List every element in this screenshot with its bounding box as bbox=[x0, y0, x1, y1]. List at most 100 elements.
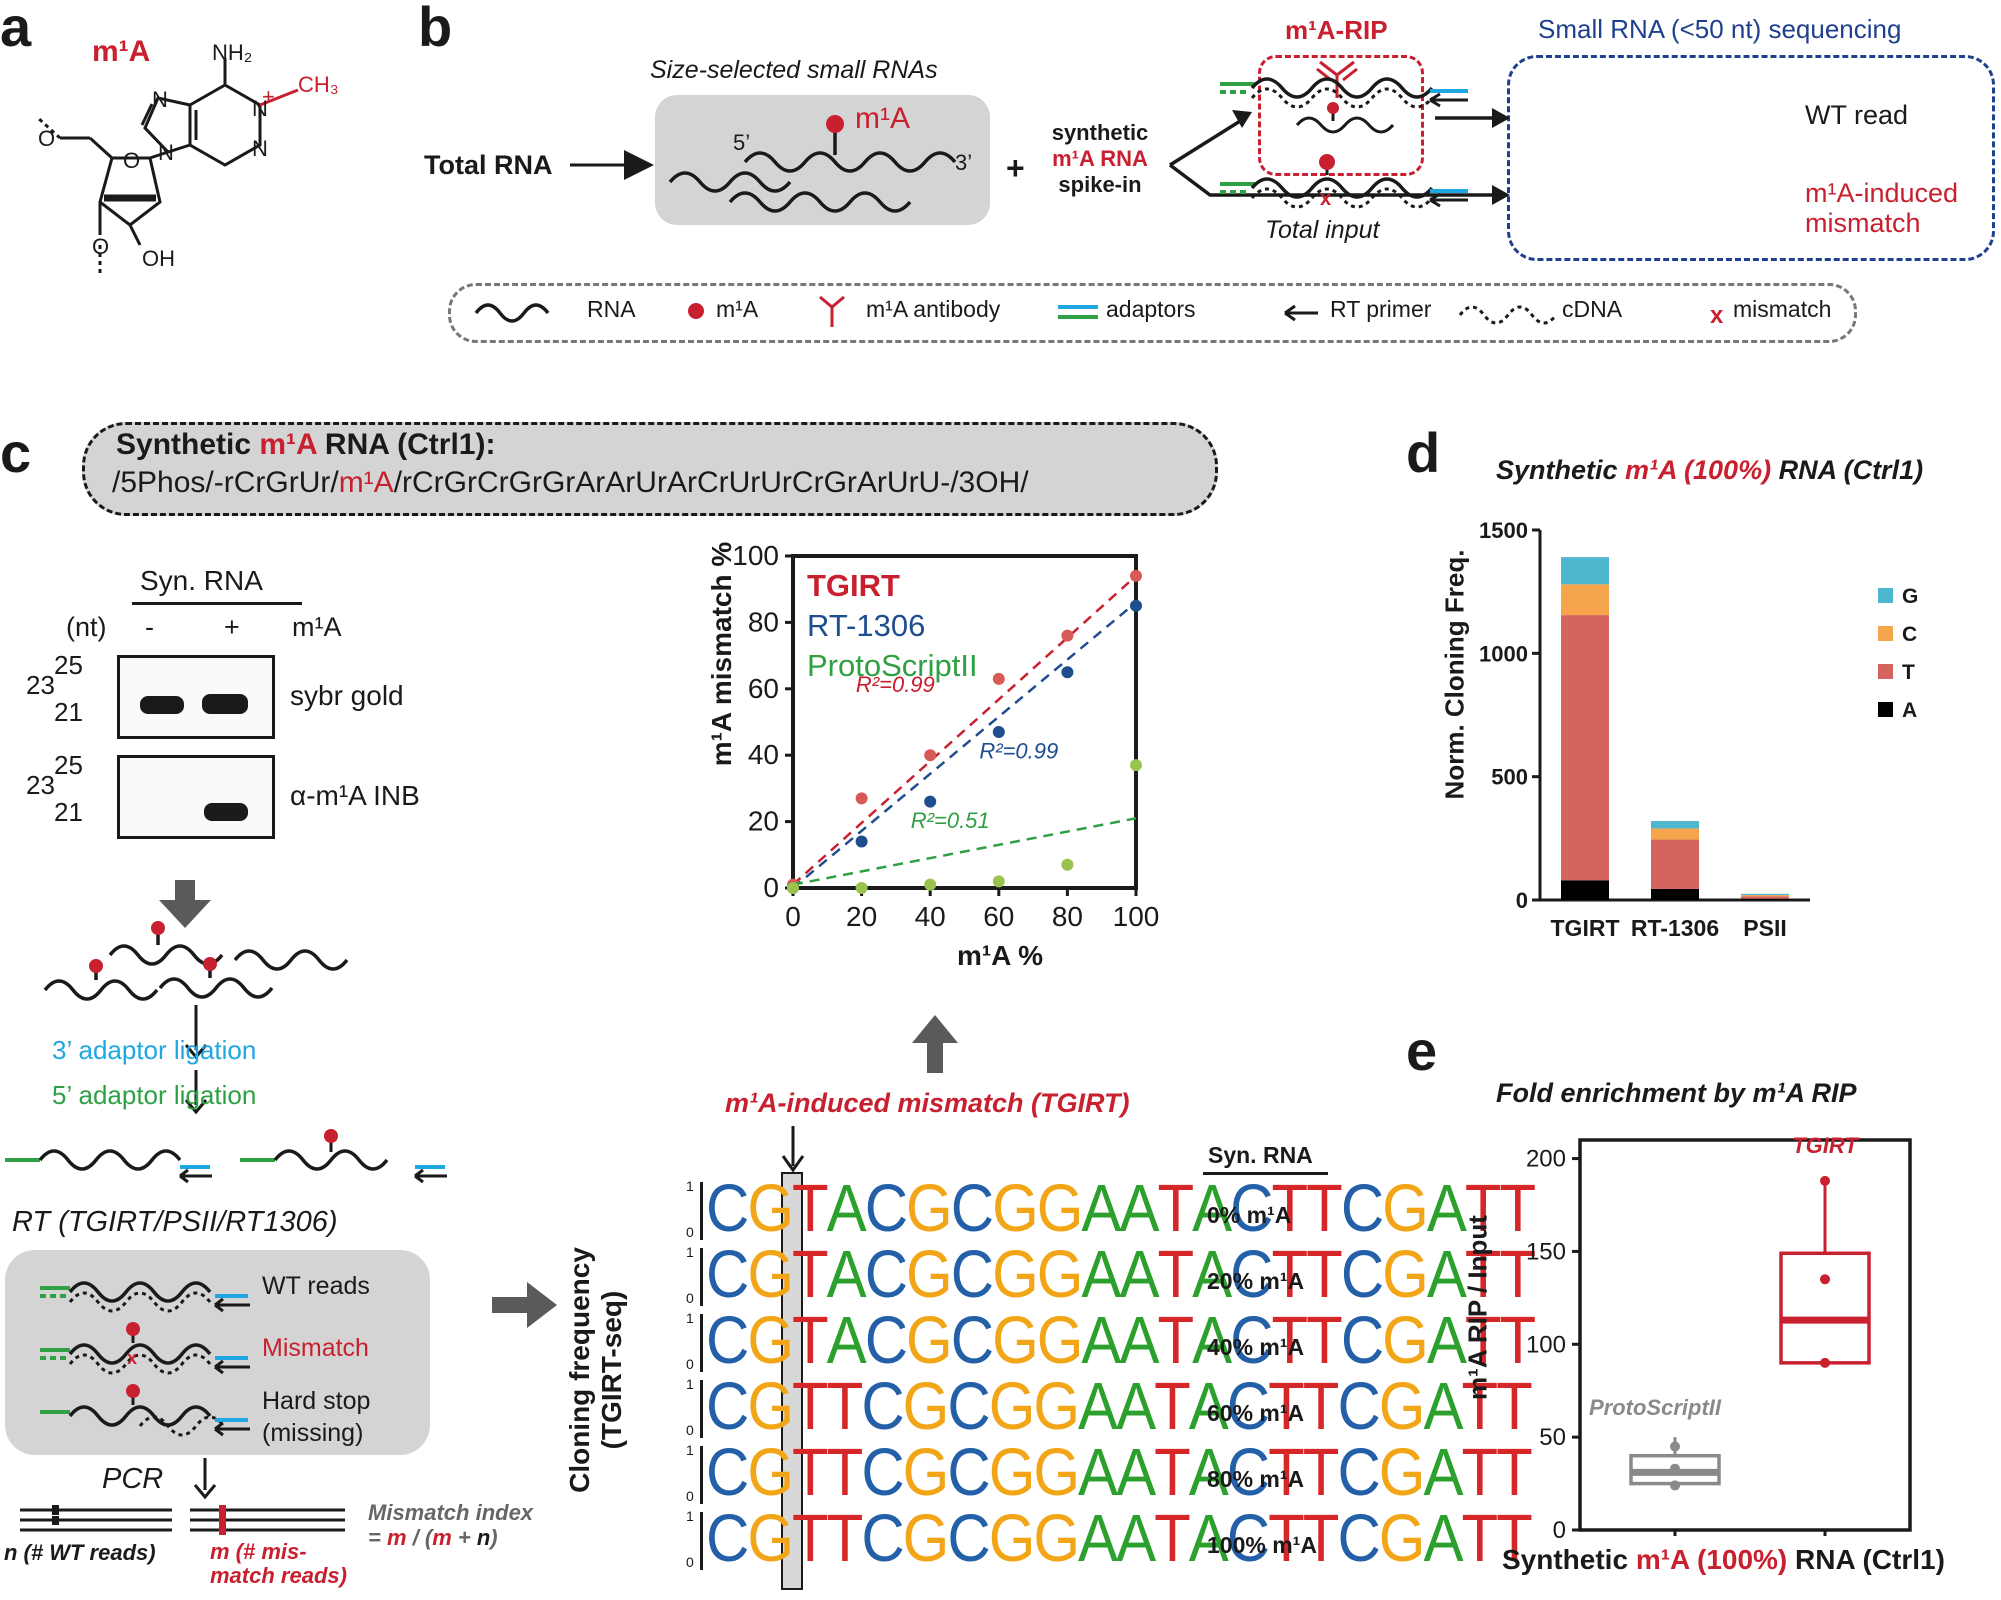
logo-letter: A bbox=[1116, 1368, 1156, 1444]
scatter-legend-entry: ProtoScriptII bbox=[807, 648, 978, 683]
scatter-xtick-label: 20 bbox=[846, 901, 877, 932]
synthetic-title-suffix: RNA (Ctrl1): bbox=[316, 428, 496, 461]
scatter-xtick-label: 40 bbox=[915, 901, 946, 932]
sybr-marker-23: 23 bbox=[26, 670, 55, 700]
scatter-point bbox=[855, 882, 868, 894]
synthetic-sequence-box bbox=[82, 422, 1218, 516]
sybr-band-minus bbox=[140, 696, 184, 714]
hard-stop-read-glyph bbox=[40, 1384, 250, 1437]
mismatch-x-icon: x bbox=[1710, 302, 1724, 329]
adaptor5-label: 5’ adaptor ligation bbox=[52, 1080, 257, 1110]
m1a-dot-icon bbox=[688, 303, 704, 319]
logo-letter: T bbox=[1306, 1236, 1343, 1312]
rna-glyph-icon bbox=[474, 303, 550, 323]
logo-letter: A bbox=[1192, 1170, 1232, 1246]
mismatch-line2: mismatch bbox=[1805, 208, 1921, 238]
logo-letter: T bbox=[792, 1302, 829, 1378]
box-point bbox=[1670, 1480, 1680, 1491]
scatter-ytick-label: 100 bbox=[732, 540, 779, 571]
scatter-ytick-label: 0 bbox=[763, 872, 779, 903]
logo-letter: G bbox=[1378, 1368, 1426, 1444]
logo-letter: C bbox=[1337, 1434, 1380, 1510]
sybr-marker-25: 25 bbox=[54, 650, 83, 680]
n9-label: N bbox=[158, 140, 174, 165]
logo-letter: T bbox=[1464, 1302, 1502, 1378]
logo-letter: C bbox=[861, 1500, 904, 1576]
scatter-fit-line bbox=[792, 817, 1137, 886]
logo-letter: A bbox=[1078, 1368, 1118, 1444]
logo-letter: G bbox=[1036, 1302, 1084, 1378]
bar-segment bbox=[1741, 895, 1789, 897]
n-reads-label: n (# WT reads) bbox=[4, 1540, 156, 1565]
sequence-m1a: m¹A bbox=[338, 466, 394, 499]
logo-letter: G bbox=[747, 1302, 794, 1378]
box-point bbox=[1820, 1274, 1830, 1285]
scatter-point bbox=[992, 725, 1005, 738]
o3-label: O bbox=[92, 234, 110, 259]
logo-letter: T bbox=[1157, 1302, 1194, 1378]
bar-ytick-label: 0 bbox=[1516, 888, 1528, 913]
logo-letter: C bbox=[950, 1302, 994, 1378]
sequencing-box bbox=[1507, 55, 1995, 261]
logo-letter: G bbox=[747, 1500, 794, 1576]
logo-letter: G bbox=[1382, 1302, 1429, 1378]
workflow-legend bbox=[448, 283, 1857, 343]
logo-letter: A bbox=[1116, 1500, 1156, 1576]
logo-letter: A bbox=[1188, 1434, 1229, 1510]
scatter-point bbox=[1130, 759, 1142, 772]
scatter-point bbox=[1061, 666, 1074, 679]
logo-letter: T bbox=[1499, 1170, 1537, 1246]
scatter-point bbox=[1061, 629, 1074, 642]
rip-box bbox=[1258, 55, 1424, 176]
mi-eq: = bbox=[368, 1525, 387, 1550]
logo-letter: C bbox=[950, 1170, 994, 1246]
box-body bbox=[1779, 1251, 1871, 1365]
antibody-icon bbox=[819, 295, 845, 327]
bar-title-red: m¹A (100%) bbox=[1625, 455, 1772, 485]
logo-row-label: 20% m¹A bbox=[1207, 1268, 1305, 1294]
legend-m1a: m¹A bbox=[716, 296, 759, 322]
logo-letter: A bbox=[1426, 1236, 1467, 1312]
logo-letter: T bbox=[1271, 1302, 1309, 1378]
sybr-gel-image bbox=[117, 655, 275, 739]
box-point bbox=[1670, 1463, 1680, 1474]
mi-m: m bbox=[386, 1525, 407, 1550]
logo-letter: C bbox=[1340, 1236, 1384, 1312]
bar-segment bbox=[1651, 888, 1699, 900]
logo-letter: T bbox=[1499, 1236, 1537, 1312]
panel-label-e: e bbox=[1406, 1019, 1438, 1082]
plus-charge: + bbox=[262, 84, 275, 109]
wt-read-glyph bbox=[40, 1281, 250, 1313]
scatter-point bbox=[855, 835, 868, 848]
logo-tick-1: 1 bbox=[686, 1178, 694, 1194]
logo-ylabel-line1: Cloning frequency bbox=[564, 1247, 595, 1493]
logo-letter: A bbox=[1426, 1302, 1467, 1378]
box-frame bbox=[1578, 1138, 1912, 1532]
adaptor3-label: 3’ adaptor ligation bbox=[52, 1035, 257, 1065]
m1a-mark-label: m¹A bbox=[855, 102, 910, 135]
logo-row-axis bbox=[700, 1446, 703, 1504]
bar-legend-swatch bbox=[1878, 626, 1893, 641]
bar-segment bbox=[1561, 557, 1609, 585]
workflow-diagram: x bbox=[570, 60, 1510, 213]
bar-segment bbox=[1741, 896, 1789, 899]
logo-row-axis bbox=[700, 1248, 703, 1306]
logo-letter: G bbox=[1378, 1500, 1426, 1576]
sequence-part1: /5Phos/-rCrGrUr/ bbox=[112, 466, 339, 499]
right-arrow-icon bbox=[492, 1282, 557, 1328]
logo-row-axis bbox=[700, 1314, 703, 1372]
logo-letter: A bbox=[1078, 1434, 1118, 1510]
bar-segment bbox=[1561, 880, 1609, 900]
logo-letter: G bbox=[1033, 1368, 1080, 1444]
box-group-label: TGIRT bbox=[1792, 1133, 1859, 1158]
logo-letter: A bbox=[1423, 1500, 1463, 1576]
logo-tick-1: 1 bbox=[686, 1442, 694, 1458]
legend-antibody: m¹A antibody bbox=[866, 296, 1001, 322]
scatter-ytick-label: 60 bbox=[748, 673, 779, 704]
logo-letter: G bbox=[1033, 1500, 1080, 1576]
mi-slash: / ( bbox=[406, 1525, 433, 1550]
sybr-band-plus bbox=[202, 694, 248, 714]
legend-adaptors: adaptors bbox=[1106, 296, 1196, 322]
logo-ylabel-line2: (TGIRT-seq) bbox=[596, 1290, 627, 1450]
